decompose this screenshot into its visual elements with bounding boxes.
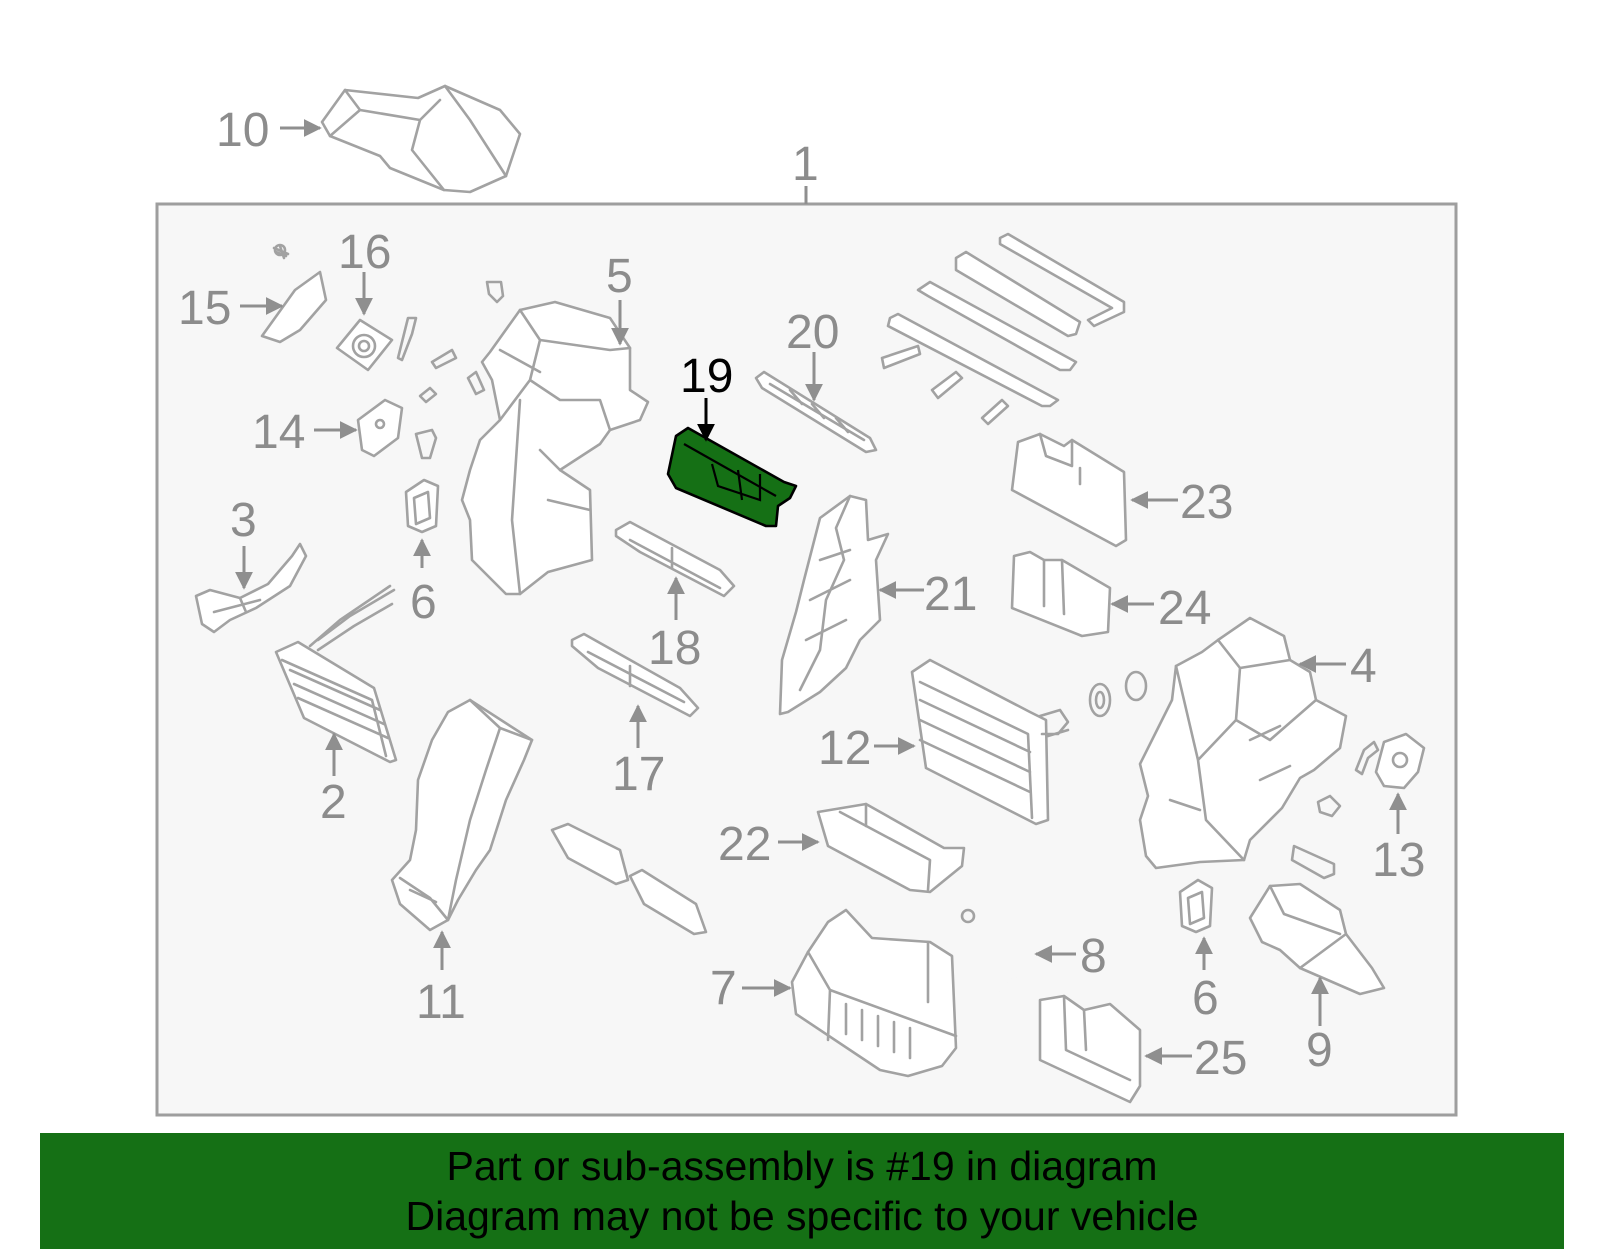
callout-2: 2 bbox=[320, 776, 347, 829]
callout-14: 14 bbox=[252, 406, 305, 459]
callout-8: 8 bbox=[1080, 930, 1107, 983]
part-11-duct[interactable] bbox=[390, 698, 534, 932]
small-doors bbox=[550, 822, 708, 936]
callout-20: 20 bbox=[786, 306, 839, 359]
callout-13: 13 bbox=[1372, 834, 1425, 887]
small-clips bbox=[396, 280, 505, 460]
part-6-seal-left[interactable] bbox=[404, 478, 440, 534]
part-21-duct-panel[interactable] bbox=[778, 494, 890, 716]
callout-21: 21 bbox=[924, 568, 977, 621]
part-19-door-highlighted[interactable] bbox=[666, 426, 798, 528]
part-7-case[interactable] bbox=[790, 908, 958, 1078]
part-24-panel[interactable] bbox=[1010, 550, 1112, 638]
callout-6b: 6 bbox=[1192, 972, 1219, 1025]
callout-3: 3 bbox=[230, 494, 257, 547]
part-2-heater-core[interactable] bbox=[274, 584, 398, 764]
part-4-evaporator-case[interactable] bbox=[1138, 616, 1348, 870]
part-8-hose[interactable] bbox=[960, 908, 1036, 1006]
callout-12: 12 bbox=[818, 722, 871, 775]
part-17-door[interactable] bbox=[570, 632, 700, 718]
callout-16: 16 bbox=[338, 226, 391, 279]
callout-9: 9 bbox=[1306, 1024, 1333, 1077]
part-5-heater-case[interactable] bbox=[460, 300, 650, 596]
part-13-actuator[interactable] bbox=[1374, 732, 1426, 790]
callout-10: 10 bbox=[216, 104, 269, 157]
callout-25: 25 bbox=[1194, 1032, 1247, 1085]
callout-22: 22 bbox=[718, 818, 771, 871]
callout-4: 4 bbox=[1350, 640, 1377, 693]
banner-line-2: Diagram may not be specific to your vehi… bbox=[405, 1193, 1199, 1239]
part-20-door[interactable] bbox=[754, 370, 878, 454]
part-22-door[interactable] bbox=[816, 802, 966, 894]
callout-11: 11 bbox=[416, 976, 466, 1029]
callout-24: 24 bbox=[1158, 582, 1211, 635]
part-10-duct[interactable] bbox=[320, 84, 522, 194]
banner-line-1: Part or sub-assembly is #19 in diagram bbox=[446, 1143, 1158, 1189]
info-banner: Part or sub-assembly is #19 in diagram D… bbox=[40, 1133, 1564, 1249]
callout-5: 5 bbox=[606, 250, 633, 303]
part-14-bracket[interactable] bbox=[356, 398, 404, 458]
callout-6a: 6 bbox=[410, 576, 437, 629]
part-18-door[interactable] bbox=[614, 520, 736, 598]
callout-15: 15 bbox=[178, 282, 231, 335]
part-15-bracket[interactable] bbox=[260, 243, 328, 344]
part-6-seal-right[interactable] bbox=[1178, 878, 1214, 934]
part-3-pipe-bracket[interactable] bbox=[194, 542, 308, 634]
part-25-cover[interactable] bbox=[1038, 994, 1142, 1104]
callout-18: 18 bbox=[648, 622, 701, 675]
callout-7: 7 bbox=[710, 962, 737, 1015]
callout-23: 23 bbox=[1180, 476, 1233, 529]
part-12-evaporator[interactable] bbox=[910, 658, 1148, 826]
part-23-filter-cover[interactable] bbox=[1010, 432, 1128, 548]
callout-1: 1 bbox=[792, 138, 819, 191]
part-16-actuator[interactable] bbox=[335, 318, 394, 372]
callout-19: 19 bbox=[680, 350, 733, 403]
part-9-duct[interactable] bbox=[1248, 882, 1386, 996]
filter-seal-strips bbox=[880, 232, 1126, 426]
callout-17: 17 bbox=[612, 748, 665, 801]
small-parts-right bbox=[1290, 740, 1380, 880]
